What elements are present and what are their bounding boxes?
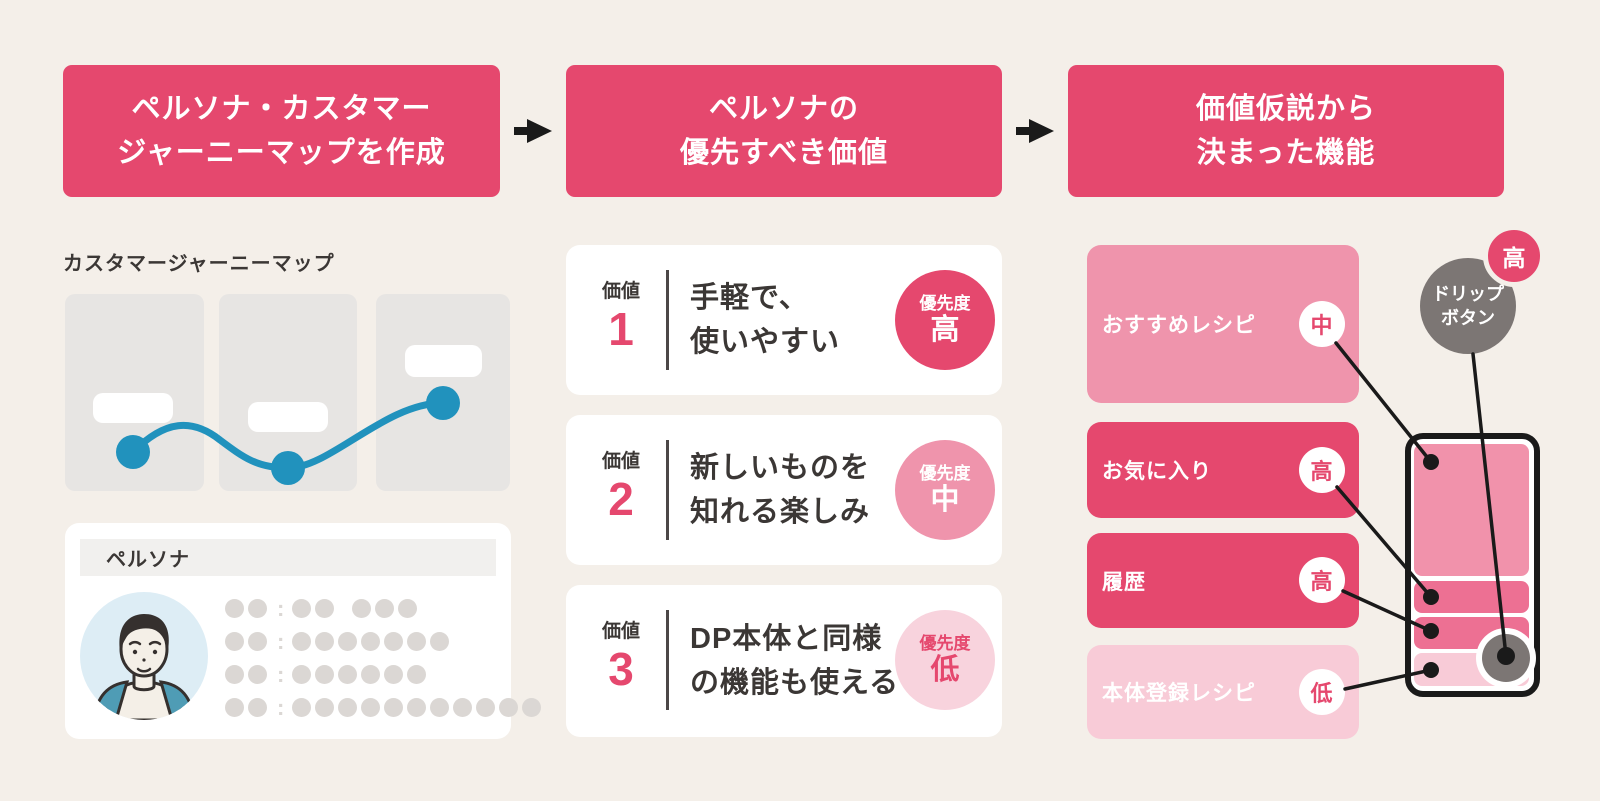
- step2-header-line2: 優先すべき価値: [680, 137, 888, 169]
- priority-badge-mid: 優先度 中: [895, 440, 995, 540]
- step3-header: 価値仮説から 決まった機能: [1068, 65, 1504, 197]
- step1-header: ペルソナ・カスタマー ジャーニーマップを作成: [63, 65, 500, 197]
- persona-avatar: [80, 592, 208, 720]
- step1-header-line1: ペルソナ・カスタマー: [131, 93, 432, 125]
- feature-priority-circle: 低: [1299, 669, 1345, 715]
- priority-badge-low: 優先度 低: [895, 610, 995, 710]
- value-2-text: 新しいものを 知れる楽しみ: [690, 452, 871, 528]
- feature-card-favorites: お気に入り 高: [1087, 422, 1359, 518]
- value-label: 価値: [601, 451, 640, 472]
- divider: [666, 440, 669, 540]
- screen-block-row: [1414, 581, 1529, 613]
- value-card-2: 価値 2 新しいものを 知れる楽しみ 優先度 中: [566, 415, 1002, 565]
- priority-badge-high: 優先度 高: [895, 270, 995, 370]
- feature-priority-circle: 中: [1299, 301, 1345, 347]
- value-label: 価値: [601, 621, 640, 642]
- placeholder-note: [405, 345, 482, 377]
- arrow-right-icon: [1016, 119, 1054, 143]
- feature-card-history: 履歴 高: [1087, 533, 1359, 628]
- value-number: 2: [608, 473, 634, 525]
- value-number: 3: [608, 643, 634, 695]
- persona-detail-rows: ::::: [225, 598, 545, 719]
- placeholder-note: [248, 402, 328, 432]
- step2-header: ペルソナの 優先すべき価値: [566, 65, 1002, 197]
- device-screen-mock: [1405, 433, 1540, 697]
- value-label: 価値: [601, 281, 640, 302]
- value-number: 1: [608, 303, 634, 355]
- value-3-text: DP本体と同様 の機能も使える: [690, 623, 900, 699]
- value-1-text: 手軽で、 使いやすい: [690, 282, 841, 358]
- value-card-1: 価値 1 手軽で、 使いやすい 優先度 高: [566, 245, 1002, 395]
- value-3-index: 価値 3: [576, 621, 666, 695]
- screen-block-main: [1414, 444, 1529, 576]
- arrow-right-icon: [514, 119, 552, 143]
- persona-card-header: ペルソナ: [80, 539, 496, 576]
- persona-label: ペルソナ: [106, 549, 190, 571]
- journey-map-label: カスタマージャーニーマップ: [63, 253, 335, 275]
- persona-detail-row: :: [225, 697, 545, 719]
- value-2-index: 価値 2: [576, 451, 666, 525]
- placeholder-note: [93, 393, 173, 423]
- feature-priority-circle: 高: [1299, 447, 1345, 493]
- step2-header-line1: ペルソナの: [708, 93, 859, 125]
- feature-priority-circle: 高: [1299, 557, 1345, 603]
- value-card-3: 価値 3 DP本体と同様 の機能も使える 優先度 低: [566, 585, 1002, 737]
- step3-header-line1: 価値仮説から: [1195, 93, 1376, 125]
- step1-header-line2: ジャーニーマップを作成: [117, 137, 446, 169]
- feature-card-recommended-recipes: おすすめレシピ 中: [1087, 245, 1359, 403]
- drip-button-on-device: [1482, 634, 1530, 682]
- journey-stage-card: [376, 294, 510, 629]
- persona-detail-row: :: [225, 598, 545, 620]
- journey-stage-card: [219, 294, 357, 629]
- drip-button-priority-badge: 高: [1483, 225, 1545, 287]
- feature-card-device-recipes: 本体登録レシピ 低: [1087, 645, 1359, 739]
- journey-stage-card: [65, 294, 204, 629]
- value-1-index: 価値 1: [576, 281, 666, 355]
- persona-card: ペルソナ ::::: [65, 523, 542, 739]
- persona-detail-row: :: [225, 631, 545, 653]
- persona-detail-row: :: [225, 664, 545, 686]
- divider: [666, 610, 669, 710]
- step3-header-line2: 決まった機能: [1196, 137, 1376, 169]
- divider: [666, 270, 669, 370]
